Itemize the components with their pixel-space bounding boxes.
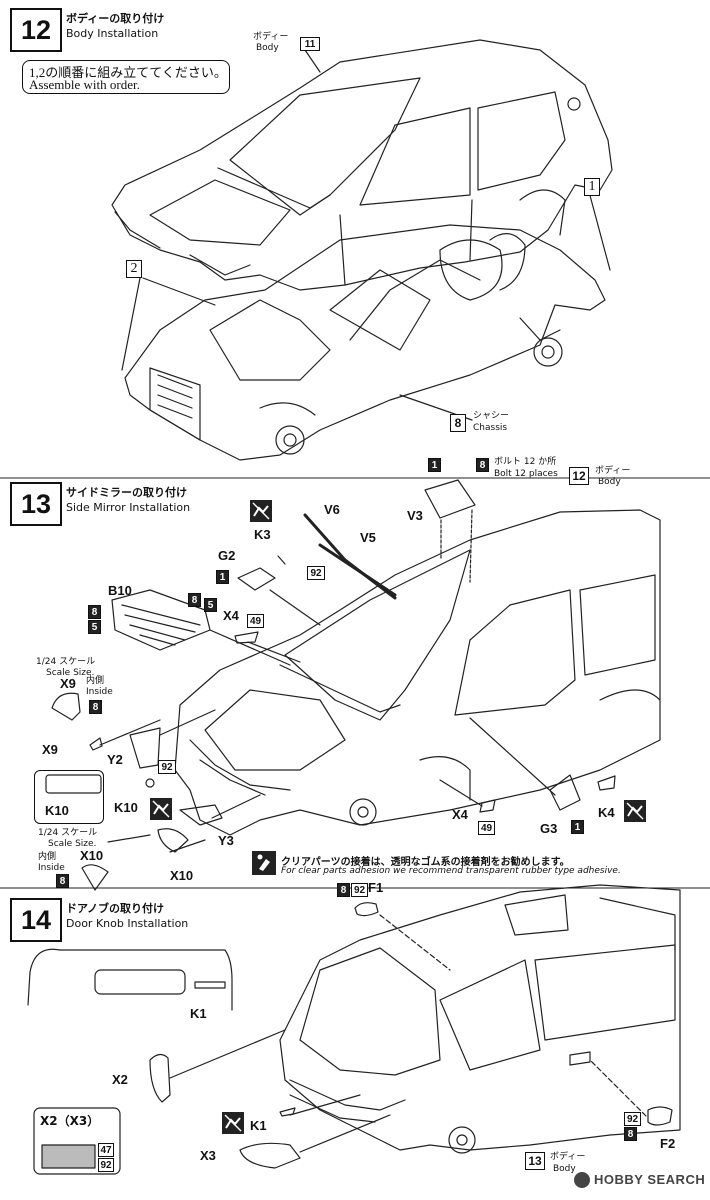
part-label-g2: G2 <box>218 548 236 563</box>
part-label-k10: K10 <box>114 800 138 815</box>
x2-x3-label: X2（X3） <box>40 1114 100 1128</box>
glue-caution-icon <box>250 500 272 522</box>
part-label-f2: F2 <box>660 1136 676 1151</box>
part-tag-body: 12 <box>569 467 589 485</box>
part-tag: 49 <box>478 821 495 835</box>
part-label-x9: X9 <box>60 676 76 691</box>
step-number: 13 <box>10 482 62 526</box>
part-label-x4: X4 <box>223 608 239 623</box>
part-label-k4: K4 <box>598 805 615 820</box>
note-jp: 1,2の順番に組み立ててください。 <box>29 65 227 80</box>
body-label-en: Body <box>553 1164 576 1174</box>
adhesive-icon <box>252 851 276 875</box>
order-tag-2: 2 <box>126 260 142 278</box>
part-label-v5: V5 <box>360 530 376 545</box>
inside-label-en: Inside <box>38 863 65 873</box>
part-tag: 8 <box>337 883 350 897</box>
part-tag: 8 <box>88 605 101 619</box>
body-label-jp: ボディー <box>253 32 289 42</box>
part-tag: 8 <box>89 700 102 714</box>
body-shell-illustration <box>111 39 613 291</box>
scale-label-en: Scale Size. <box>46 668 95 678</box>
part-tag: 92 <box>158 760 176 774</box>
inside-label-en: Inside <box>86 687 113 697</box>
part-tag-chassis: 8 <box>450 414 466 432</box>
part-label-g3: G3 <box>540 821 558 836</box>
chassis-label-en: Chassis <box>473 423 508 433</box>
part-label-k1: K1 <box>250 1118 267 1133</box>
adhesive-note-en: For clear parts adhesion we recommend tr… <box>281 866 621 876</box>
part-label-x9: X9 <box>42 742 58 757</box>
body-label-jp: ボディー <box>595 466 631 476</box>
part-tag: 8 <box>624 1127 637 1141</box>
part-tag: 92 <box>98 1158 114 1172</box>
body-label-jp: ボディー <box>550 1152 586 1162</box>
part-tag: 92 <box>624 1112 641 1126</box>
part-label-y2: Y2 <box>107 752 123 767</box>
bolt-label-jp: ボルト 12 か所 <box>494 457 557 467</box>
part-tag: 1 <box>216 570 229 584</box>
k10-callout-box: K10 <box>34 770 104 824</box>
watermark: HOBBY SEARCH <box>594 1172 706 1187</box>
part-label-b10: B10 <box>108 583 132 598</box>
bolt-label-en: Bolt 12 places <box>494 469 558 479</box>
inside-label-jp: 内側 <box>38 852 57 862</box>
note-en: Assemble with order. <box>29 77 140 92</box>
glue-caution-icon <box>150 798 172 820</box>
part-label-k3: K3 <box>254 527 271 542</box>
part-tag: 8 <box>476 458 489 472</box>
part-tag: 1 <box>571 820 584 834</box>
step-title-jp: ドアノブの取り付け <box>66 902 165 915</box>
part-tag: 5 <box>204 598 217 612</box>
step-number: 14 <box>10 898 62 942</box>
part-label-v3: V3 <box>407 508 423 523</box>
part-label-x2: X2 <box>112 1072 128 1087</box>
adhesive-note-jp: クリアパーツの接着は、透明なゴム系の接着剤をお勧めします。 <box>281 857 570 868</box>
step-title-en: Body Installation <box>66 27 159 40</box>
part-tag: 92 <box>307 566 325 580</box>
part-label-x4: X4 <box>452 807 468 822</box>
body-label-en: Body <box>256 43 279 53</box>
part-tag-body: 11 <box>300 37 320 51</box>
scale-label-jp: 1/24 スケール <box>36 657 96 667</box>
chassis-label-jp: シャシー <box>473 411 510 421</box>
part-tag: 47 <box>98 1143 114 1157</box>
glue-caution-icon <box>624 800 646 822</box>
assembly-order-note: 1,2の順番に組み立ててください。 Assemble with order. <box>22 60 230 94</box>
part-tag: 5 <box>88 620 101 634</box>
part-label-x10: X10 <box>170 868 194 883</box>
part-tag: 8 <box>56 874 69 888</box>
step-title-en: Door Knob Installation <box>66 917 189 930</box>
inside-label-jp: 内側 <box>86 676 105 686</box>
part-tag: 49 <box>247 614 264 628</box>
glue-caution-icon <box>222 1112 244 1134</box>
part-tag: 8 <box>188 593 201 607</box>
part-label-x3: X3 <box>200 1148 216 1163</box>
step-title-jp: サイドミラーの取り付け <box>66 486 187 499</box>
part-label-y3: Y3 <box>218 833 234 848</box>
scale-label-en: Scale Size. <box>48 839 97 849</box>
body-label-en: Body <box>598 477 621 487</box>
order-tag-1: 1 <box>584 178 600 196</box>
part-tag-body: 13 <box>525 1152 545 1170</box>
step-title-jp: ボディーの取り付け <box>66 12 165 25</box>
chassis-illustration <box>124 224 606 461</box>
part-label-x10: X10 <box>80 848 104 863</box>
step-title-en: Side Mirror Installation <box>66 501 191 514</box>
scale-label-jp: 1/24 スケール <box>38 828 98 838</box>
part-label-v6: V6 <box>324 502 340 517</box>
part-label-k10: K10 <box>45 803 69 818</box>
part-tag: 92 <box>351 883 368 897</box>
car-front-illustration <box>174 509 661 836</box>
part-label-k1: K1 <box>190 1006 207 1021</box>
car-rear-illustration <box>279 884 681 1154</box>
step-number: 12 <box>10 8 62 52</box>
part-label-f1: F1 <box>368 880 384 895</box>
hobby-search-logo-icon <box>574 1172 590 1188</box>
part-tag: 1 <box>428 458 441 472</box>
